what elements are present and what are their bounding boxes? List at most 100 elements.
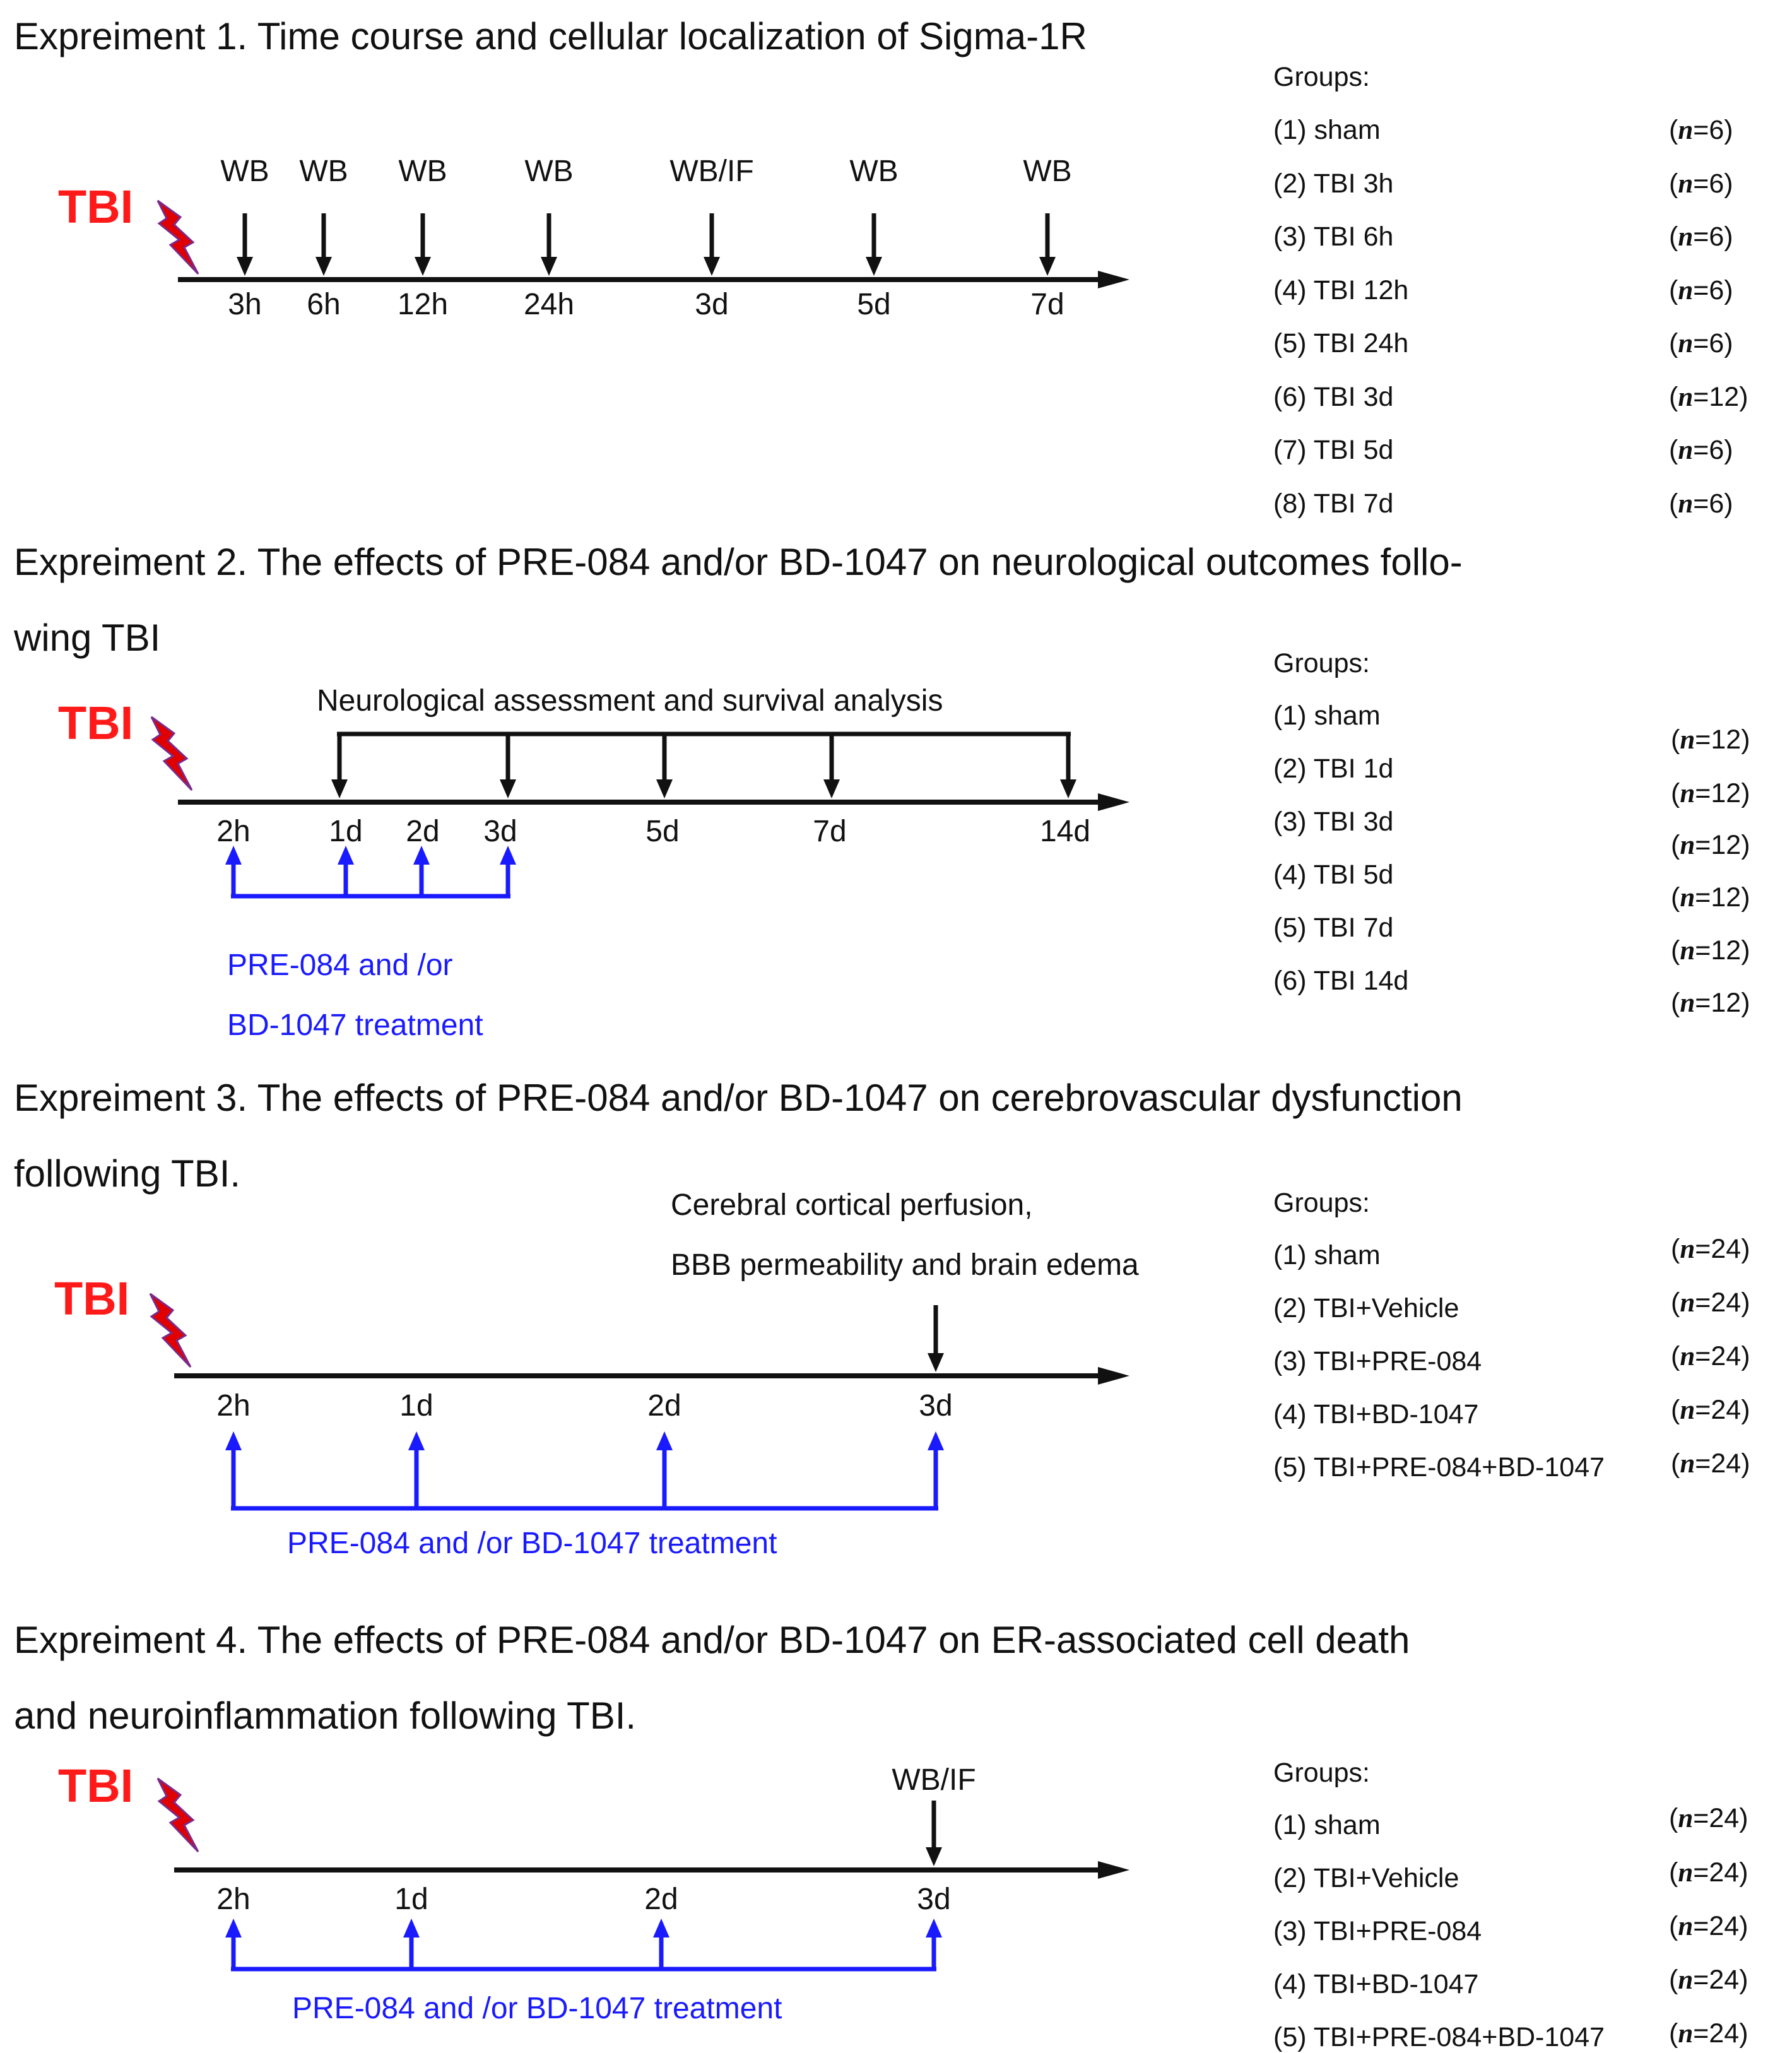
experiment-1-tick-label: 6h [307,288,341,321]
experiment-3-group-label: (3) TBI+PRE-084 [1273,1346,1482,1376]
experiment-4-tbi-label: TBI [58,1760,134,1812]
experiment-1-group-label: (4) TBI 12h [1273,275,1409,305]
experiment-2-lightning-icon [150,716,193,791]
experiment-1-group-label: (7) TBI 5d [1273,435,1394,465]
experiment-2-tick-label: 2h [216,815,251,848]
experiment-2-title-line-1: Expreiment 2. The effects of PRE-084 and… [14,541,1463,583]
experiment-4-event-arrow-head [926,1847,942,1866]
experiment-1-tick-label: 12h [397,288,449,321]
experiment-4-group-label: (5) TBI+PRE-084+BD-1047 [1273,2022,1605,2052]
experiment-2-groups-heading: Groups: [1273,648,1370,678]
experiment-2-treatment-line-2: BD-1047 treatment [227,1009,483,1042]
experiment-4-title-line-2: and neuroinflammation following TBI. [14,1695,637,1737]
experiment-3-groups-heading: Groups: [1273,1188,1370,1218]
experiment-2-group-n: (n=12) [1671,882,1750,913]
experiment-1-group-n: (n=6) [1669,328,1733,358]
experiment-4-group-n: (n=24) [1669,1803,1748,1833]
experiment-1-group-label: (5) TBI 24h [1273,328,1409,358]
experiment-2-group-label: (6) TBI 14d [1273,966,1409,996]
experiment-4-treatment-arrow-head [653,1919,669,1938]
experiment-1-tick-label: 5d [857,288,891,321]
experiment-2-group-n: (n=12) [1671,725,1750,755]
experiment-1-group-label: (2) TBI 3h [1273,168,1394,199]
experiment-2-treatment-arrow-head [225,846,242,865]
experiment-3-group-n: (n=24) [1671,1234,1750,1264]
experiment-4-tick-label: 3d [917,1883,951,1916]
experiment-4-group-label: (3) TBI+PRE-084 [1273,1916,1482,1946]
experiment-4-axis-arrowhead [1098,1861,1129,1879]
experiment-3-assessment-line-2: BBB permeability and brain edema [671,1248,1139,1282]
experiment-1-event-arrow-head [866,257,882,276]
experiment-4-lightning-icon [156,1777,199,1853]
experiment-4-event-label: WB/IF [892,1763,976,1797]
experiment-3-group-label: (2) TBI+Vehicle [1273,1293,1459,1323]
experiment-2-assessment-arrow-head [1060,779,1076,798]
experiment-2-tick-label: 5d [645,815,680,848]
experiment-2-treatment-line-1: PRE-084 and /or [227,949,453,982]
experiment-2-treatment-arrow-head [500,846,516,865]
experiment-2-assessment-label: Neurological assessment and survival ana… [317,684,943,718]
experiment-1-event-label: WB [1023,155,1072,188]
experiment-2-tbi-label: TBI [58,697,134,749]
experiment-1-group-n: (n=6) [1669,275,1733,305]
experiment-1-lightning-icon [156,199,199,275]
experiment-1-group-n: (n=12) [1669,381,1748,412]
experiment-3-treatment-arrow-head [225,1431,242,1450]
experiment-4-tick-label: 2d [644,1883,678,1916]
experiment-2-group-label: (2) TBI 1d [1273,754,1394,784]
experiment-3-group-n: (n=24) [1671,1341,1750,1371]
experiment-2-title-line-2: wing TBI [14,617,161,659]
experiment-1-event-arrow-head [415,257,431,276]
experiment-3-tbi-label: TBI [54,1272,130,1325]
experiment-2-treatment-arrow-head [338,846,354,865]
experiment-4-groups-heading: Groups: [1273,1758,1370,1788]
experiment-1-title: Expreiment 1. Time course and cellular l… [14,15,1087,57]
experiment-3-tick-label: 2h [216,1389,251,1423]
experiment-4-tick-label: 1d [394,1883,428,1916]
experiment-3-tick-label: 2d [647,1389,681,1423]
experiment-3-lightning-icon [149,1293,192,1368]
experiment-3-event-arrow-head [928,1353,944,1372]
experiment-1-event-label: WB [220,155,269,188]
experiment-1-event-arrow-head [541,257,557,276]
experiment-2-group-n: (n=12) [1671,935,1750,966]
experiment-1-group-n: (n=6) [1669,115,1733,145]
experiment-4-group-n: (n=24) [1669,1965,1748,1995]
experiment-1-axis-arrowhead [1098,271,1129,288]
experiment-2-assessment-arrow-head [500,779,516,798]
experiment-1-event-arrow-head [237,257,253,276]
experiment-2-group-label: (1) sham [1273,701,1381,731]
experiment-4-title-line-1: Expreiment 4. The effects of PRE-084 and… [14,1619,1410,1661]
experiment-4-treatment-label: PRE-084 and /or BD-1047 treatment [292,1992,782,2025]
experiment-3-treatment-arrow-head [408,1431,425,1450]
experiment-4-group-label: (1) sham [1273,1810,1381,1840]
experiment-1-event-arrow-head [704,257,720,276]
experiment-3-title-line-1: Expreiment 3. The effects of PRE-084 and… [14,1077,1463,1119]
experiment-1-group-label: (6) TBI 3d [1273,381,1394,412]
experiment-2-assessment-arrow-head [823,779,840,798]
experiment-2-assessment-arrow-head [656,779,673,798]
experiment-2-group-label: (4) TBI 5d [1273,860,1394,890]
experiment-4-tick-label: 2h [216,1883,251,1916]
experiment-3-tick-label: 3d [919,1389,953,1423]
experiment-1-group-n: (n=6) [1669,488,1733,519]
experiment-1-groups-heading: Groups: [1273,62,1370,92]
experiment-1-event-label: WB [398,155,447,188]
experiment-1-event-label: WB [849,155,899,188]
experiment-4-treatment-arrow-head [403,1919,420,1938]
experiment-2-tick-label: 7d [813,815,847,848]
experiment-2-group-n: (n=12) [1671,778,1750,808]
experiment-3-treatment-arrow-head [656,1431,673,1450]
experiment-1-group-label: (3) TBI 6h [1273,222,1394,252]
experiment-1-event-label: WB [299,155,348,188]
experiment-2-group-label: (5) TBI 7d [1273,913,1394,943]
experiment-1-tick-label: 24h [523,288,575,321]
experiment-4-group-n: (n=24) [1669,1911,1748,1941]
experiment-3-axis-arrowhead [1098,1367,1129,1385]
experiment-4-group-n: (n=24) [1669,2018,1748,2049]
experiment-1-group-n: (n=6) [1669,435,1733,465]
experiment-2-tick-label: 2d [406,815,440,848]
experiment-2-group-n: (n=12) [1671,988,1750,1018]
experiment-3-tick-label: 1d [399,1389,433,1423]
